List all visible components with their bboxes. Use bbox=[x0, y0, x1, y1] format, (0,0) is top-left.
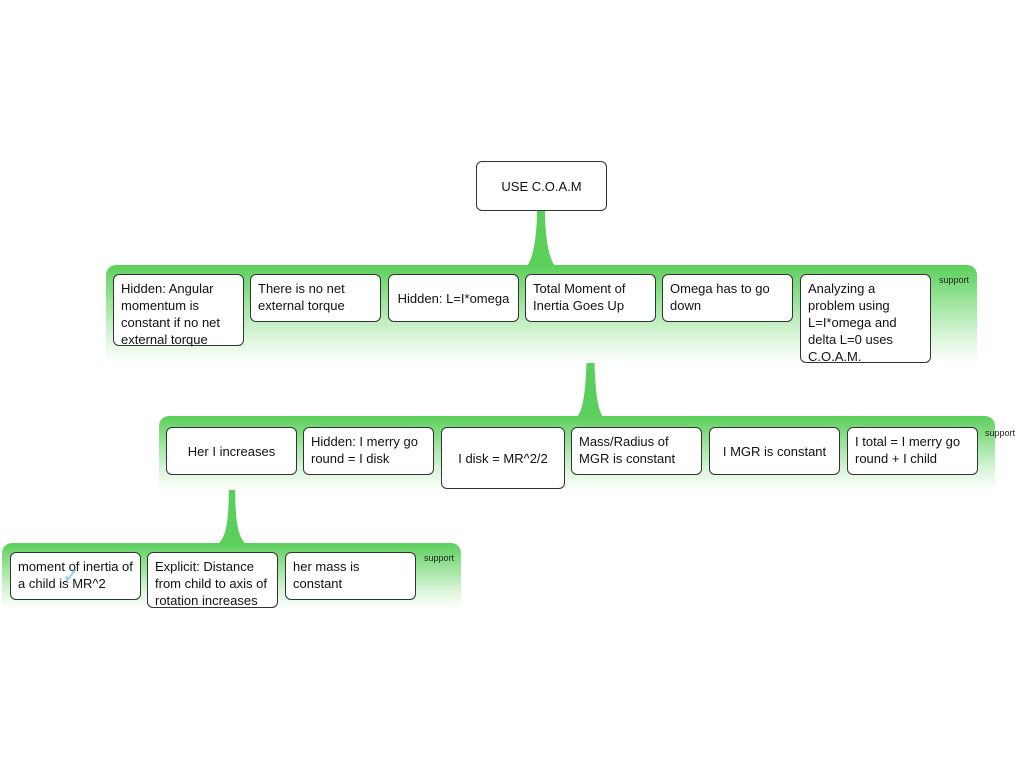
level1-node[interactable]: Hidden: Angular momentum is constant if … bbox=[113, 274, 244, 347]
level2-node[interactable]: I total = I merry go round + I child bbox=[847, 427, 978, 475]
level2-node[interactable]: I MGR is constant bbox=[709, 427, 840, 475]
level2-node[interactable]: I disk = MR^2/2 bbox=[441, 427, 565, 489]
level2-support-label: support bbox=[985, 428, 1016, 438]
level1-node[interactable]: Analyzing a problem using L=I*omega and … bbox=[800, 274, 931, 364]
checkmark-icon: ✓ bbox=[62, 563, 81, 588]
level1-support-label: support bbox=[939, 275, 970, 285]
level3-node[interactable]: moment of inertia of a child is MR^2 bbox=[10, 552, 141, 600]
root-node[interactable]: USE C.O.A.M bbox=[476, 161, 607, 211]
connector-her-i-level3 bbox=[218, 475, 246, 544]
level1-node[interactable]: There is no net external torque bbox=[250, 274, 381, 322]
level3-node[interactable]: her mass is constant bbox=[285, 552, 416, 600]
level2-node[interactable]: Hidden: I merry go round = I disk bbox=[303, 427, 434, 475]
level1-node[interactable]: Total Moment of Inertia Goes Up bbox=[525, 274, 656, 322]
level1-node[interactable]: Hidden: L=I*omega bbox=[388, 274, 519, 322]
level2-node[interactable]: Mass/Radius of MGR is constant bbox=[571, 427, 702, 475]
level3-node[interactable]: Explicit: Distance from child to axis of… bbox=[147, 552, 278, 608]
level3-support-label: support bbox=[424, 553, 455, 563]
connector-root-level1 bbox=[526, 210, 556, 267]
level2-node[interactable]: Her I increases bbox=[166, 427, 297, 475]
level1-node[interactable]: Omega has to go down bbox=[662, 274, 793, 322]
connector-inertia-level2 bbox=[576, 323, 604, 418]
